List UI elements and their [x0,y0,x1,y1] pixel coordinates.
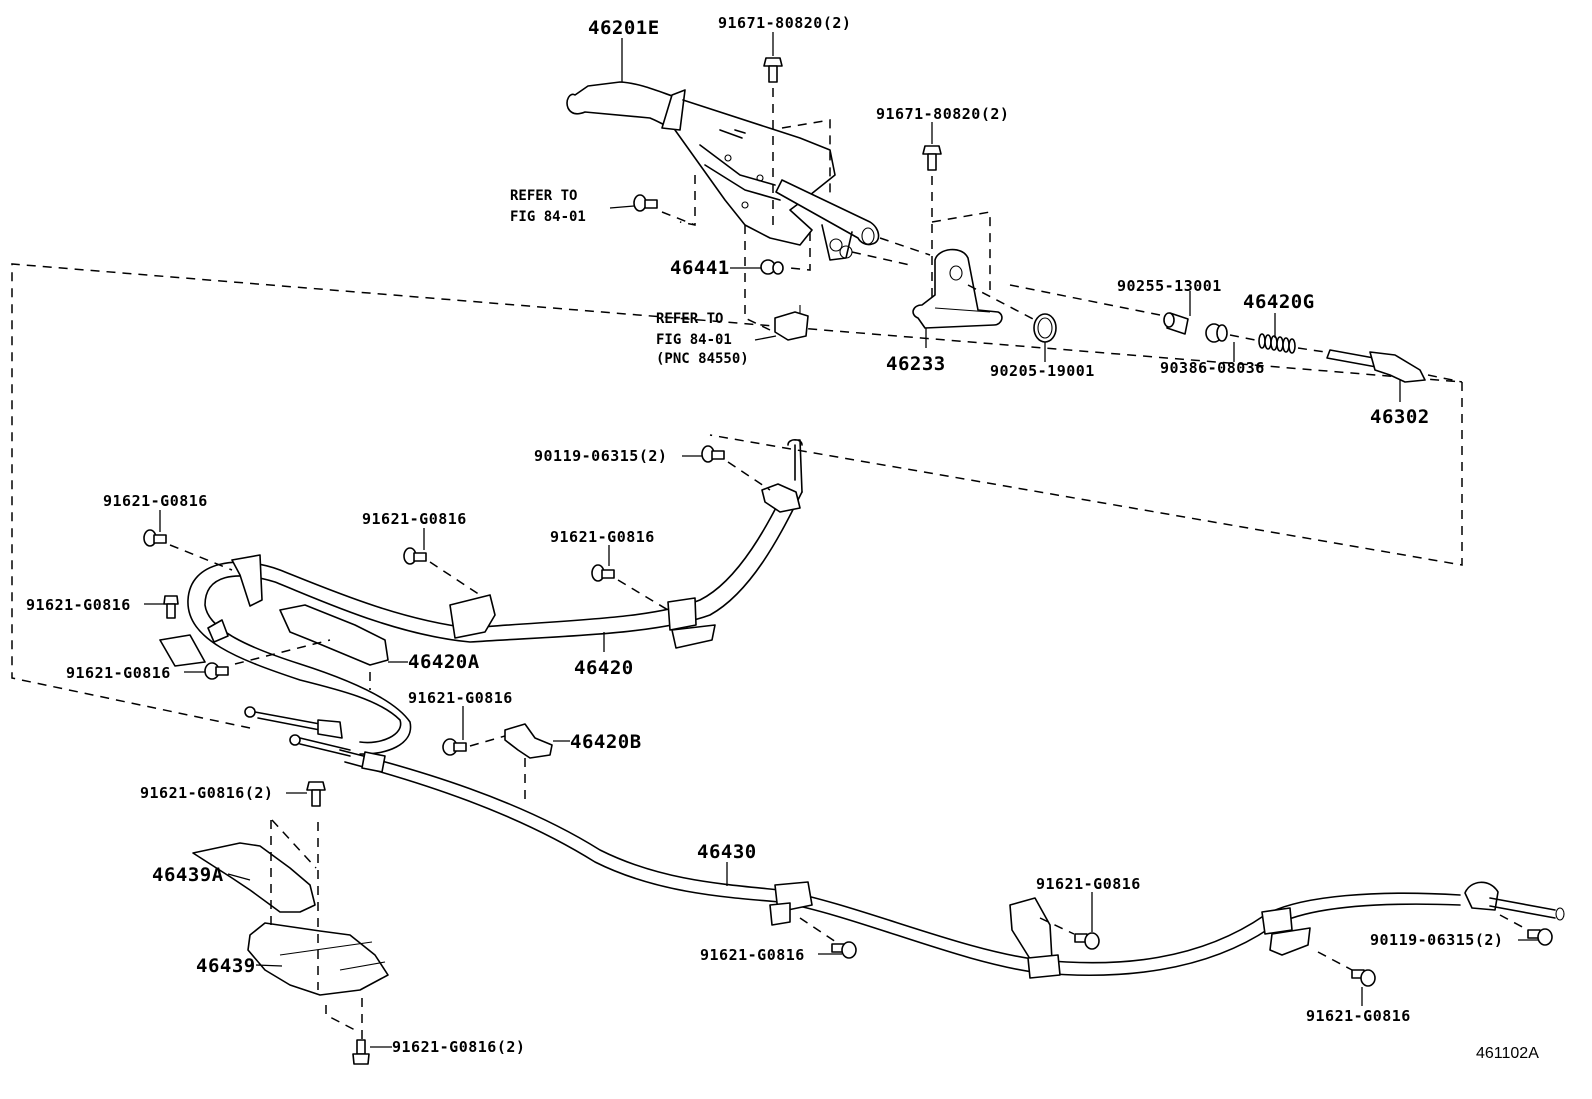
label-90119-06315-b[interactable]: 90119-06315(2) [1370,931,1503,949]
label-91621-a[interactable]: 91621-G0816 [103,492,208,510]
label-91621-h[interactable]: 91621-G0816(2) [392,1038,525,1056]
bracket-46233 [912,248,1003,329]
dash-line [469,735,506,747]
dash-line [271,819,317,869]
bolt-91621-c [591,564,615,582]
bolt-91621-j [1074,932,1100,950]
label-90386-08036[interactable]: 90386-08036 [1160,359,1265,377]
bolt-refer-a [633,194,658,212]
label-90119-06315-a[interactable]: 90119-06315(2) [534,447,667,465]
dash-line [1229,334,1256,341]
label-91621-e[interactable]: 91621-G0816 [66,664,171,682]
dash-line [617,579,669,611]
label-91621-i[interactable]: 91621-G0816 [700,946,805,964]
bolt-91621-g [306,781,326,807]
bolt-90119-06315-b [1527,928,1553,946]
dash-line [234,639,331,665]
cover-46439A [192,842,316,913]
refer-label-line1[interactable]: REFER TO [510,188,577,204]
label-46233[interactable]: 46233 [886,353,946,375]
label-91621-g[interactable]: 91621-G0816(2) [140,784,273,802]
bushing-90386-08036 [1205,323,1228,343]
label-46420[interactable]: 46420 [574,657,634,679]
dash-line [744,225,771,331]
label-46441[interactable]: 46441 [670,257,730,279]
parking-brake-lever [566,81,880,261]
dash-line [325,1005,356,1031]
bolt-91621-h [352,1039,370,1065]
figure-id: 461102A [1476,1045,1539,1062]
dash-line [781,119,831,195]
bolt-91621-d [163,595,179,619]
label-90255-13001[interactable]: 90255-13001 [1117,277,1222,295]
label-46420B[interactable]: 46420B [570,731,642,753]
bolt-90119-06315-a [701,445,725,463]
label-91621-c[interactable]: 91621-G0816 [550,528,655,546]
label-90205-19001[interactable]: 90205-19001 [990,362,1095,380]
dash-line [1317,951,1353,971]
label-46201E[interactable]: 46201E [588,17,660,39]
bolt-91621-b [403,547,427,565]
clamp-46420B [504,723,553,759]
bolt-91621-e [204,662,229,680]
cable-46430 [289,734,1565,979]
label-91671-80820-a[interactable]: 91671-80820(2) [718,14,851,32]
leader [255,964,283,967]
dash-line [679,175,696,226]
pin-90255-13001 [1163,312,1189,335]
dash-line [1427,374,1463,383]
label-91621-d[interactable]: 91621-G0816 [26,596,131,614]
label-91621-k[interactable]: 91621-G0816 [1306,1007,1411,1025]
bolt-91621-a [143,529,167,547]
dash-line [931,211,991,290]
assembly-outline [11,263,1463,729]
leader [609,205,635,209]
label-46439A[interactable]: 46439A [152,864,224,886]
refer-label-line2[interactable]: FIG 84-01 [510,209,586,225]
dash-line [799,917,837,943]
leader [754,335,777,341]
refer2-line2[interactable]: FIG 84-01 [656,332,732,348]
bolt-91671-80820-b [922,145,942,171]
bolt-91621-f [442,738,467,756]
label-46439[interactable]: 46439 [196,955,256,977]
refer2-line1[interactable]: REFER TO [656,311,723,327]
spring-46420G [1258,333,1296,354]
nut-46441 [760,259,784,275]
dash-line [727,461,771,491]
label-46420G[interactable]: 46420G [1243,291,1315,313]
label-46420A[interactable]: 46420A [408,651,480,673]
dash-line [879,237,931,256]
dash-line [789,232,811,271]
bolt-91621-i [831,941,857,959]
label-91621-f[interactable]: 91621-G0816 [408,689,513,707]
dash-line [967,284,1036,321]
dash-line [1039,917,1075,935]
dash-line [851,251,911,266]
dash-line [661,211,696,226]
leader [227,873,251,881]
rod-46302 [1326,349,1426,383]
label-46430[interactable]: 46430 [697,841,757,863]
dash-line [169,544,233,571]
cable-46420 [159,438,803,755]
label-46302[interactable]: 46302 [1370,406,1430,428]
brake-switch [774,305,809,341]
dash-line [1297,347,1326,353]
dash-line [1499,914,1529,931]
label-91621-j[interactable]: 91621-G0816 [1036,875,1141,893]
washer-inner [1037,317,1053,339]
dash-line [429,561,481,596]
refer2-line3[interactable]: (PNC 84550) [656,351,749,367]
label-91671-80820-b[interactable]: 91671-80820(2) [876,105,1009,123]
label-91621-b[interactable]: 91621-G0816 [362,510,467,528]
bolt-91621-k [1351,969,1376,987]
bolt-91671-80820-a [763,57,783,83]
clamp-46420A [279,604,389,666]
